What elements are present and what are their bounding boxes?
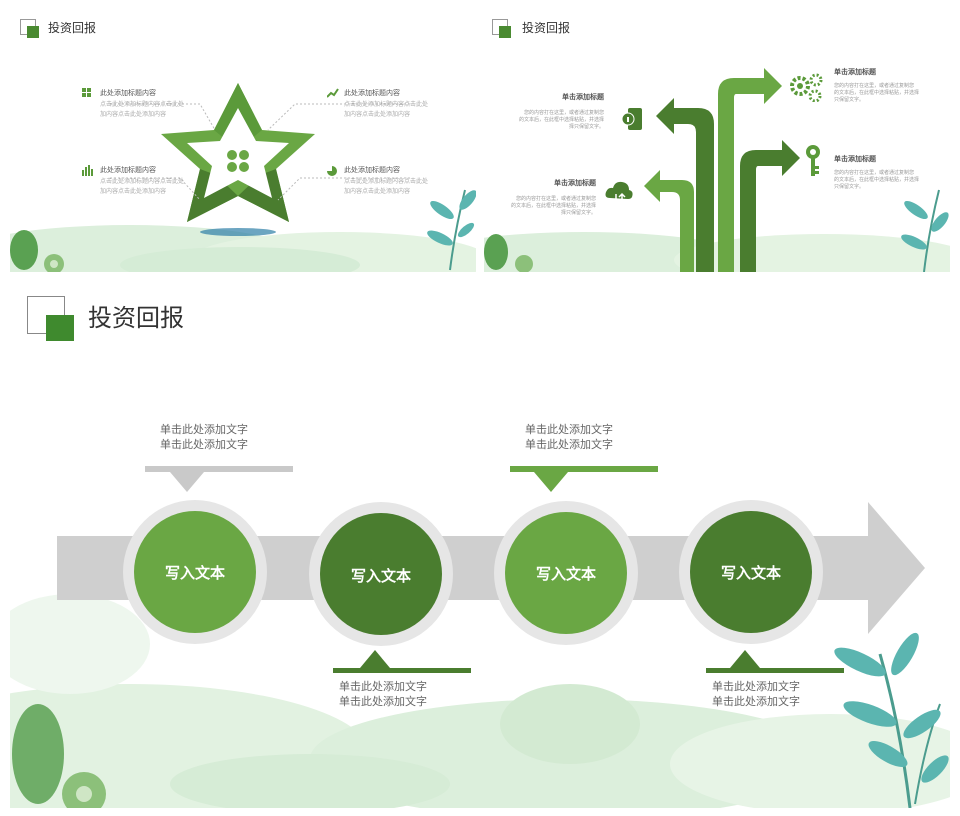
callout-bar-2: [333, 668, 471, 673]
s2-item3-body: 您的内容打在这里，或者通过复制您: [515, 196, 596, 202]
s1-item4-heading: 此处添加标题内容: [344, 166, 400, 174]
s2-item3-body3: 择只保留文字。: [560, 210, 596, 216]
callout-1-line2[interactable]: 单击此处添加文字: [160, 438, 248, 451]
slide2-background: [484, 68, 950, 272]
gears-icon: [790, 73, 823, 102]
callout-2-line2[interactable]: 单击此处添加文字: [339, 695, 427, 708]
leaves-right-decoration: [901, 189, 949, 272]
s1-item3-body2: 加内容点击此处添加内容: [100, 188, 167, 195]
s1-item2-heading: 此处添加标题内容: [344, 89, 400, 97]
s1-item3-body: 点击此处添加标题内容点击此处: [100, 178, 185, 185]
s2-item2-heading: 单击添加标题: [834, 68, 876, 76]
s2-item2-body3: 只保留文字。: [834, 97, 865, 103]
timeline-arrow: [57, 502, 925, 634]
callout-pointer-1: [170, 472, 204, 492]
s2-item3-heading: 单击添加标题: [554, 179, 596, 187]
s2-item1-body2: 的文本后，在此框中选择粘贴，并选择: [518, 117, 604, 123]
s2-item2-body2: 的文本后，在此框中选择粘贴，并选择: [834, 90, 920, 96]
circle-label-2[interactable]: 写入文本: [350, 567, 411, 585]
s2-item4-heading: 单击添加标题: [834, 155, 876, 163]
key-icon: [806, 145, 820, 176]
slide2-title: 投资回报: [522, 21, 571, 35]
grid-icon: [82, 88, 91, 97]
callout-pointer-3: [534, 472, 568, 492]
s2-item4-body: 您的内容打在这里，或者通过复制您: [834, 170, 915, 176]
chart-up-icon: [327, 88, 339, 98]
s1-item4-body: 点击此处添加标题内容点击此处: [344, 178, 429, 185]
slide1-background: [10, 83, 476, 272]
s2-item4-body3: 只保留文字。: [834, 184, 865, 190]
phone-info-icon: [621, 108, 642, 130]
s1-item2-body2: 加内容点击此处添加内容: [344, 111, 411, 118]
circle-label-3[interactable]: 写入文本: [535, 565, 596, 583]
plant-left-decoration: [12, 704, 106, 808]
callout-1-line1[interactable]: 单击此处添加文字: [160, 423, 248, 436]
s2-item1-body3: 择只保留文字。: [568, 124, 604, 130]
circle-label-4[interactable]: 写入文本: [720, 564, 781, 582]
s2-item2-body: 您的内容打在这里，或者通过复制您: [834, 83, 915, 89]
callout-pointer-2: [360, 650, 390, 668]
title-square-fill: [27, 26, 39, 38]
pie-chart-icon: [327, 166, 337, 176]
callout-4-line2[interactable]: 单击此处添加文字: [712, 695, 800, 708]
s2-item1-heading: 单击添加标题: [562, 93, 604, 101]
callout-3-line2[interactable]: 单击此处添加文字: [525, 438, 613, 451]
s1-item3-heading: 此处添加标题内容: [100, 166, 156, 174]
circle-label-1[interactable]: 写入文本: [164, 564, 225, 582]
plant-left-decoration: [10, 230, 64, 272]
callout-bar-1: [145, 466, 293, 472]
slide-thumbnail-2[interactable]: 投资回报 单击添加标题 您的内容打在这里，或者通过复制您 的文本后，在此框中选择…: [484, 10, 950, 272]
callout-pointer-4: [730, 650, 760, 668]
slide-thumbnail-1[interactable]: 投资回报 此处添加标题内容 点击此处添加标题内容点击此处 加内容点击此处添加内容…: [10, 10, 476, 272]
s2-item1-body: 您的内容打在这里，或者通过复制您: [523, 110, 604, 116]
connector-lines: [110, 103, 410, 201]
title-square-fill: [499, 26, 511, 38]
s2-item4-body2: 的文本后，在此框中选择粘贴，并选择: [834, 177, 920, 183]
callout-bar-3: [510, 466, 658, 472]
plant-left-decoration: [484, 234, 533, 272]
bar-chart-icon: [82, 165, 93, 176]
s1-item2-body: 点击此处添加标题内容点击此处: [344, 101, 429, 108]
callout-bar-4: [706, 668, 844, 673]
s1-item4-body2: 加内容点击此处添加内容: [344, 188, 411, 195]
callout-4-line1[interactable]: 单击此处添加文字: [712, 680, 800, 693]
step-circles: [123, 500, 823, 646]
s1-item1-heading: 此处添加标题内容: [100, 89, 156, 97]
callout-3-line1[interactable]: 单击此处添加文字: [525, 423, 613, 436]
slide-main[interactable]: 投资回报 写入文本 写入文本 写入文本 写入文本 单击此处添加文字 单击此处添加…: [10, 284, 950, 808]
s1-item1-body2: 加内容点击此处添加内容: [100, 111, 167, 118]
callout-2-line1[interactable]: 单击此处添加文字: [339, 680, 427, 693]
slide3-title: 投资回报: [88, 304, 184, 332]
leaves-right-decoration: [834, 632, 949, 808]
arrows-graphic: [644, 68, 800, 272]
cloud-icon: [605, 181, 633, 207]
s2-item3-body2: 的文本后，在此框中选择粘贴，并选择: [510, 203, 596, 209]
slide1-title: 投资回报: [48, 21, 97, 35]
leaves-right-decoration: [427, 189, 476, 271]
slide3-background: [10, 466, 950, 808]
s1-item1-body: 点击此处添加标题内容点击此处: [100, 101, 185, 108]
star-graphic: [161, 83, 315, 222]
title-square-fill: [46, 315, 74, 341]
